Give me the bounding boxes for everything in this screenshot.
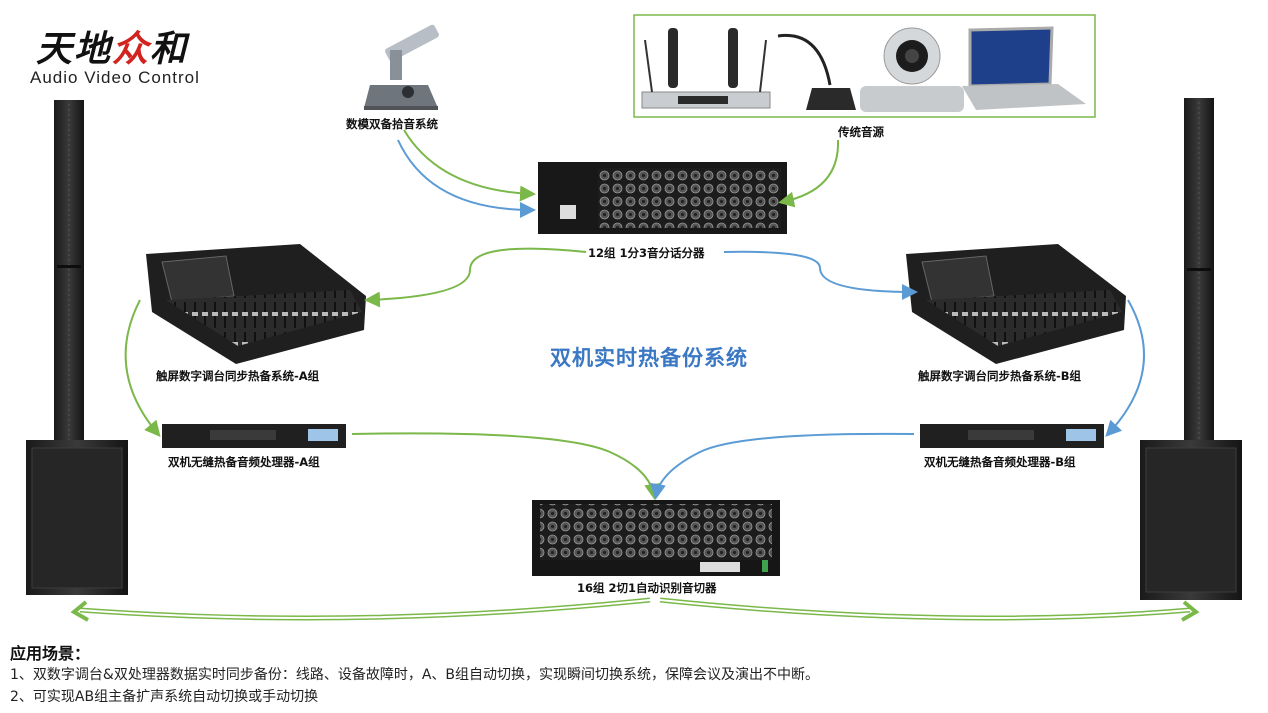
logo-text-1: 天地 [36, 28, 113, 70]
caption-mixer-b: 触屏数字调台同步热备系统-B组 [918, 369, 1082, 383]
caption-processor-a: 双机无缝热备音频处理器-A组 [168, 455, 320, 469]
speaker-left [26, 100, 128, 595]
caption-traditional-source: 传统音源 [838, 125, 884, 139]
switcher-device [532, 500, 780, 576]
splitter-device [538, 162, 787, 234]
caption-mixer-a: 触屏数字调台同步热备系统-A组 [156, 369, 320, 383]
arrow-splitter-to-mixer-b [723, 250, 918, 300]
arrow-mixer-b-to-processor-b [1105, 299, 1145, 437]
logo-text-3: 和 [150, 28, 189, 70]
arrow-mic-to-splitter-green [403, 129, 536, 202]
scenario-line-2: 2、可实现AB组主备扩声系统自动切换或手动切换 [10, 689, 319, 705]
caption-splitter: 12组 1分3音分话分器 [588, 246, 705, 260]
caption-switcher: 16组 2切1自动识别音切器 [577, 581, 717, 595]
mixer-a-device [146, 244, 366, 364]
caption-mic-system: 数模双备拾音系统 [346, 117, 438, 131]
center-title: 双机实时热备份系统 [550, 346, 748, 370]
logo-tagline: Audio Video Control [30, 68, 200, 87]
mic-system-device [364, 24, 439, 110]
arrow-processor-b-to-switcher [650, 432, 915, 500]
arrow-processor-a-to-switcher [351, 432, 661, 500]
arrow-mic-to-splitter-blue [397, 139, 536, 218]
arrow-mixer-a-to-processor-a [124, 299, 161, 438]
processor-a-device [162, 424, 346, 448]
scenario-title: 应用场景： [10, 644, 91, 663]
scenario-line-1: 1、双数字调台&双处理器数据实时同步备份：线路、设备故障时，A、B组自动切换，实… [10, 667, 820, 683]
processor-b-device [920, 424, 1104, 448]
speaker-right [1140, 98, 1242, 600]
logo-text-2: 众 [112, 28, 151, 70]
arrow-splitter-to-mixer-a [364, 247, 587, 308]
traditional-source-group [633, 14, 1096, 118]
logo: 天地众和 [36, 20, 188, 72]
mixer-b-device [906, 244, 1126, 364]
arrow-source-to-splitter [778, 139, 840, 208]
caption-processor-b: 双机无缝热备音频处理器-B组 [924, 455, 1076, 469]
